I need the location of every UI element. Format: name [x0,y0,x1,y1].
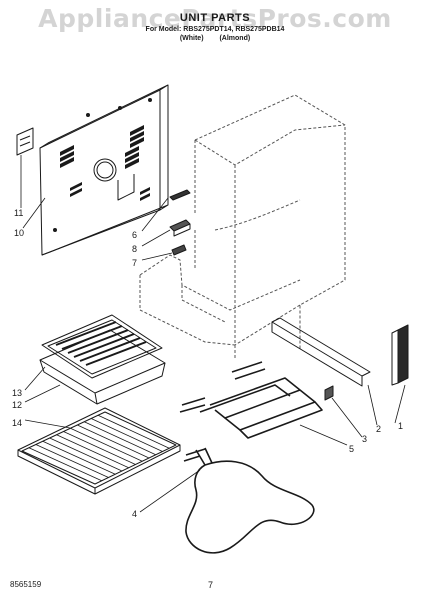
callout-1: 1 [398,421,403,431]
callout-4: 4 [132,509,137,519]
rack-wire [56,434,129,469]
callout-7: 7 [132,258,137,268]
front-trim-1 [391,324,409,386]
rear-bracket-11 [16,127,34,156]
callout-12: 12 [12,400,22,410]
callout-5: 5 [349,444,354,454]
rack-wire [28,447,102,482]
rack-wire [70,427,143,462]
page-number: 7 [208,580,214,590]
callout-13: 13 [12,388,22,398]
broil-element-5 [179,361,323,439]
leader-lines [20,155,406,513]
callout-3: 3 [362,434,367,444]
rack-wire [35,444,109,478]
document-number: 8565159 [10,580,42,589]
page-title: UNIT PARTS [179,12,251,24]
rear-panel [39,84,169,256]
broil-pan-12 [39,329,166,405]
oven-rack-14 [17,407,181,495]
rack-wire [77,424,150,459]
callout-11: 11 [14,208,23,218]
terminal-block-6 [169,189,191,201]
side-rail-2 [271,317,371,387]
site-watermark: AppliancePartsPros.com [38,4,392,33]
callout-2: 2 [376,424,381,434]
callout-labels: 11 10 6 8 7 13 12 14 4 5 3 2 1 [12,208,403,519]
callout-6: 6 [132,230,137,240]
callout-8: 8 [132,244,137,254]
rack-wire [97,414,170,449]
oven-cavity-outline [139,94,346,360]
bake-element-4 [183,447,315,554]
callout-14: 14 [12,418,22,428]
clip-7 [171,244,187,256]
broil-pan-grid-13 [41,314,163,379]
rack-wire [49,437,123,472]
color-variants: (White) (Almond) [179,35,251,42]
rack-wire [63,431,136,465]
rack-wire [84,421,156,456]
terminal-block-8 [169,219,191,237]
callout-10: 10 [14,228,24,238]
clip-3 [324,385,334,401]
rack-wire [42,440,116,475]
model-numbers: For Model: RBS275PDT14, RBS275PDB14 [145,26,285,33]
rack-wire [90,418,163,452]
